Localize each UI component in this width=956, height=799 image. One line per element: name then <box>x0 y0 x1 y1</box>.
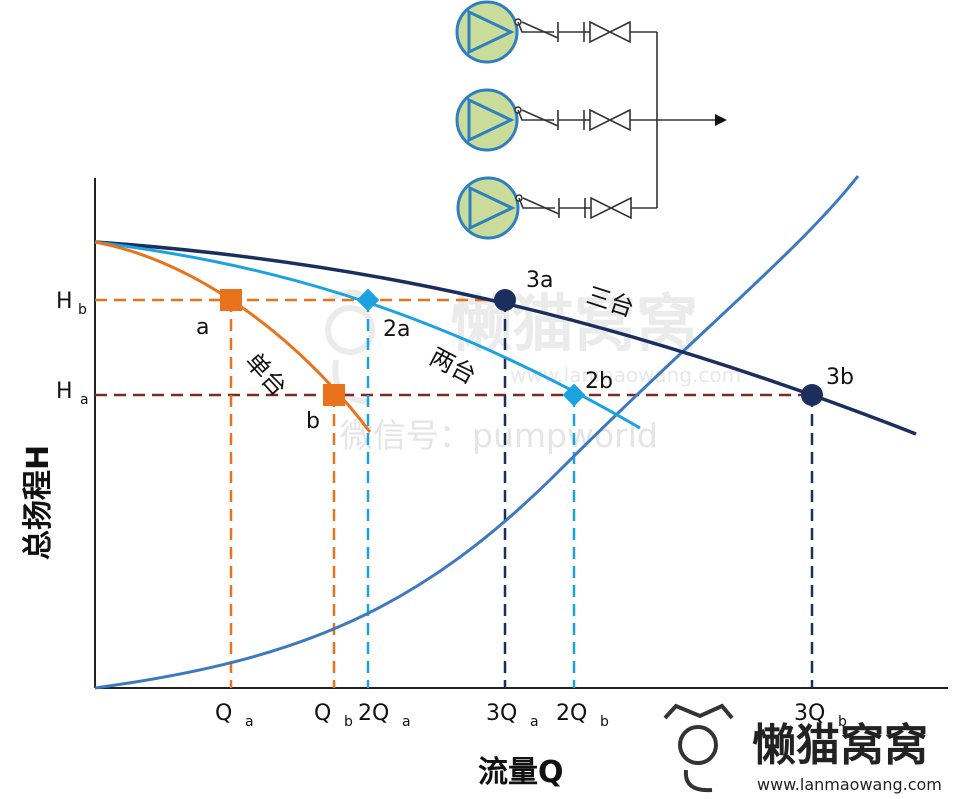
point-3b-label: 3b <box>826 365 854 390</box>
watermark-wechat: 微信号：pumpworld <box>340 416 658 455</box>
svg-text:b: b <box>78 302 87 318</box>
point-2b-label: 2b <box>585 369 613 394</box>
svg-text:Q: Q <box>215 701 232 726</box>
point-a-label: a <box>196 315 209 340</box>
pipe-segment <box>518 197 555 209</box>
cat-logo-icon <box>663 703 734 793</box>
pump-impeller-triangle <box>467 9 515 55</box>
gate-valve-icon <box>609 196 632 220</box>
watermark-center: 懒猫窝窝 www.lanmaowang.com 微信号：pumpworld <box>325 287 741 455</box>
corner-brand-url: www.lanmaowang.com <box>757 775 942 794</box>
single-curve-label: 单台 <box>240 347 293 401</box>
svg-text:H: H <box>56 379 73 404</box>
pump-schematic <box>656 32 727 208</box>
3qb-tick-label: 3Q b <box>794 701 847 730</box>
point-3a-marker <box>494 289 516 311</box>
point-3b-marker <box>801 384 823 406</box>
three-pump-curve <box>94 240 917 436</box>
point-2a-marker <box>356 288 380 312</box>
svg-text:b: b <box>344 714 353 730</box>
ha-label: H a <box>56 379 89 408</box>
svg-text:b: b <box>838 714 847 730</box>
svg-text:b: b <box>600 714 609 730</box>
pump-rows <box>455 0 657 240</box>
qa-tick-label: Q a <box>215 701 254 730</box>
svg-text:a: a <box>245 714 254 730</box>
svg-text:Q: Q <box>314 701 331 726</box>
gate-valve-icon <box>589 108 612 132</box>
check-valve-icon <box>521 21 559 39</box>
pump-impeller-triangle <box>468 185 516 231</box>
svg-text:2Q: 2Q <box>358 701 389 726</box>
svg-text:a: a <box>402 714 411 730</box>
centrifugal-pump-icon <box>455 88 519 152</box>
svg-text:H: H <box>56 289 73 314</box>
point-2b-marker <box>562 383 586 407</box>
3qa-tick-label: 3Q a <box>486 701 539 730</box>
two-pump-curve <box>94 240 641 430</box>
y-axis-title: 总扬程H <box>21 445 56 560</box>
gate-valve-icon <box>589 20 612 44</box>
x-axis-title: 流量Q <box>478 755 564 790</box>
point-a-marker <box>220 289 242 311</box>
pipe-segment <box>517 21 554 33</box>
pipe-segment <box>517 109 554 121</box>
gate-valve-icon <box>608 108 631 132</box>
svg-text:2Q: 2Q <box>556 701 587 726</box>
flow-arrow-icon <box>715 114 727 126</box>
2qb-tick-label: 2Q b <box>556 701 609 730</box>
2qa-tick-label: 2Q a <box>358 701 411 730</box>
pump-impeller-triangle <box>467 97 515 143</box>
point-b-marker <box>323 384 345 406</box>
centrifugal-pump-icon <box>456 176 520 240</box>
system-curve <box>94 175 860 690</box>
corner-brand-name: 懒猫窝窝 <box>752 720 928 771</box>
point-3a-label: 3a <box>526 268 553 293</box>
svg-text:3Q: 3Q <box>486 701 517 726</box>
svg-text:a: a <box>530 714 539 730</box>
watermark-url: www.lanmaowang.com <box>510 363 741 387</box>
qb-tick-label: Q b <box>314 701 353 730</box>
corner-brand: 懒猫窝窝 www.lanmaowang.com <box>663 703 942 794</box>
gate-valve-icon <box>608 20 631 44</box>
check-valve-icon <box>521 109 559 127</box>
check-valve-icon <box>522 197 560 215</box>
svg-text:a: a <box>80 392 89 408</box>
point-b-label: b <box>306 409 320 434</box>
svg-text:3Q: 3Q <box>794 701 825 726</box>
centrifugal-pump-icon <box>455 0 519 64</box>
axes <box>94 178 948 689</box>
gate-valve-icon <box>590 196 613 220</box>
hb-label: H b <box>56 289 87 318</box>
point-2a-label: 2a <box>383 317 410 342</box>
